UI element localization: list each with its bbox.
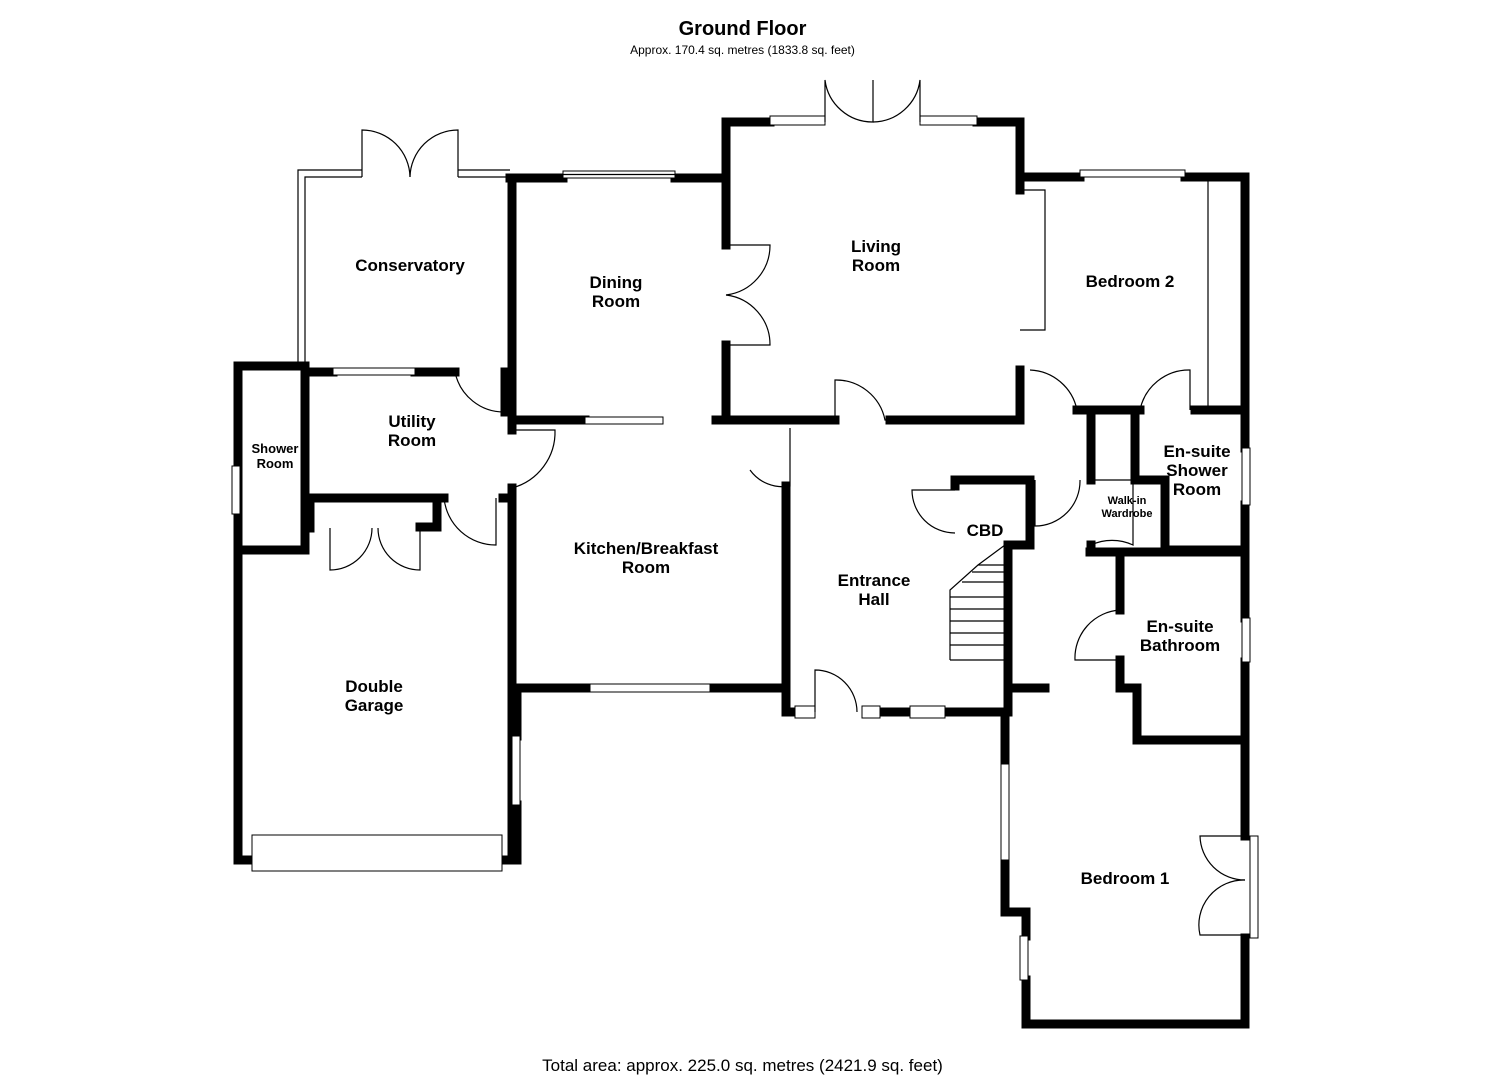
room-label-conservatory: Conservatory: [355, 256, 465, 275]
conservatory-frame: [297, 169, 510, 368]
windows: [231, 115, 1259, 981]
room-label-bedroom-2: Bedroom 2: [1086, 272, 1175, 291]
room-label-bedroom-1: Bedroom 1: [1081, 869, 1170, 888]
staircase: [949, 544, 1008, 661]
floor-title: Ground Floor: [678, 18, 807, 40]
room-label-cbd: CBD: [967, 521, 1004, 540]
doors: [329, 79, 1246, 936]
floor-area: Approx. 170.4 sq. metres (1833.8 sq. fee…: [630, 43, 855, 57]
total-area: Total area: approx. 225.0 sq. metres (24…: [542, 1056, 943, 1075]
